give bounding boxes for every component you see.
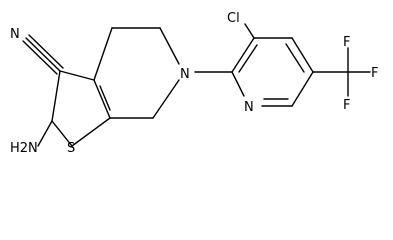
fluorine-top-label: F: [343, 35, 350, 50]
sulfur-label: S: [67, 141, 75, 156]
pyridine-bond: [238, 44, 258, 73]
nitrile-bond: [28, 34, 64, 69]
fluorine-bottom-label: F: [343, 98, 350, 113]
amino-label: H2N: [10, 141, 38, 156]
pyridine-nitrogen-label: N: [244, 100, 254, 115]
piperidine-bond: [159, 27, 180, 65]
amino-bond: [37, 120, 53, 147]
ring-nitrogen-label: N: [180, 67, 190, 82]
piperidine-bond: [152, 79, 180, 119]
atom-labels: N Cl N N S H2N F F F: [10, 11, 378, 156]
pyridine-bond: [285, 43, 305, 73]
thiophene-bond: [71, 117, 111, 147]
bond-lines: [22, 23, 371, 147]
thiophene-bond: [51, 120, 73, 147]
thiophene-bond: [51, 70, 61, 122]
chlorine-label: Cl: [227, 11, 240, 26]
thiophene-bond: [93, 79, 111, 119]
molecule-diagram: N Cl N N S H2N F F F: [10, 11, 378, 156]
pyridine-bond: [231, 71, 245, 97]
nitrile-bond: [22, 40, 58, 75]
chloro-bond: [244, 23, 255, 39]
thiophene-bond: [59, 70, 95, 81]
fluorine-right-label: F: [371, 66, 378, 81]
thiophene-bond: [99, 85, 111, 111]
pyridine-bond: [291, 71, 314, 107]
nitrile-nitrogen-label: N: [10, 27, 20, 42]
structure-drawing: N Cl N N S H2N F F F: [10, 11, 378, 156]
piperidine-bond: [93, 27, 113, 81]
pyridine-bond: [231, 37, 255, 73]
nitrile-bond: [25, 37, 61, 72]
pyridine-bond: [291, 37, 314, 73]
